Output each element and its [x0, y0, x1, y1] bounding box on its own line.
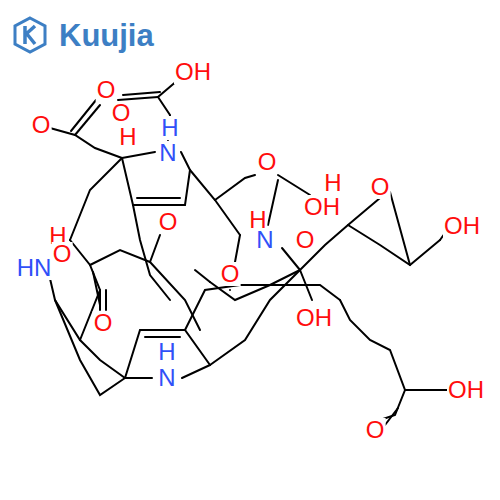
- atom-label: OH: [447, 378, 485, 402]
- atom-label: OH: [174, 60, 212, 84]
- atom-label: O: [370, 175, 391, 199]
- atom-label: O: [96, 78, 117, 102]
- bonds: [48, 80, 450, 425]
- atom-label: O: [365, 418, 386, 442]
- atom-label: H: [160, 116, 179, 140]
- atom-label: N: [158, 141, 177, 165]
- atom-label: O: [158, 210, 179, 234]
- atom-label: O: [111, 101, 132, 125]
- atom-label: H: [323, 171, 342, 195]
- atom-label: O: [257, 150, 278, 174]
- logo-icon: [15, 18, 45, 52]
- atom-label: O: [93, 311, 114, 335]
- atom-label: OH: [443, 214, 481, 238]
- atom-label: N: [255, 228, 274, 252]
- atom-label: OH: [303, 195, 341, 219]
- atom-label: N: [157, 366, 176, 390]
- atom-label: OH: [295, 306, 333, 330]
- logo-text: Kuujia: [58, 20, 155, 51]
- atom-label: H: [157, 340, 176, 364]
- atom-label: H: [118, 125, 137, 149]
- atom-label: HN: [16, 256, 53, 280]
- atom-label: O: [295, 228, 316, 252]
- atom-label: O: [52, 242, 73, 266]
- atom-label: O: [220, 262, 241, 286]
- atom-label: O: [31, 113, 52, 137]
